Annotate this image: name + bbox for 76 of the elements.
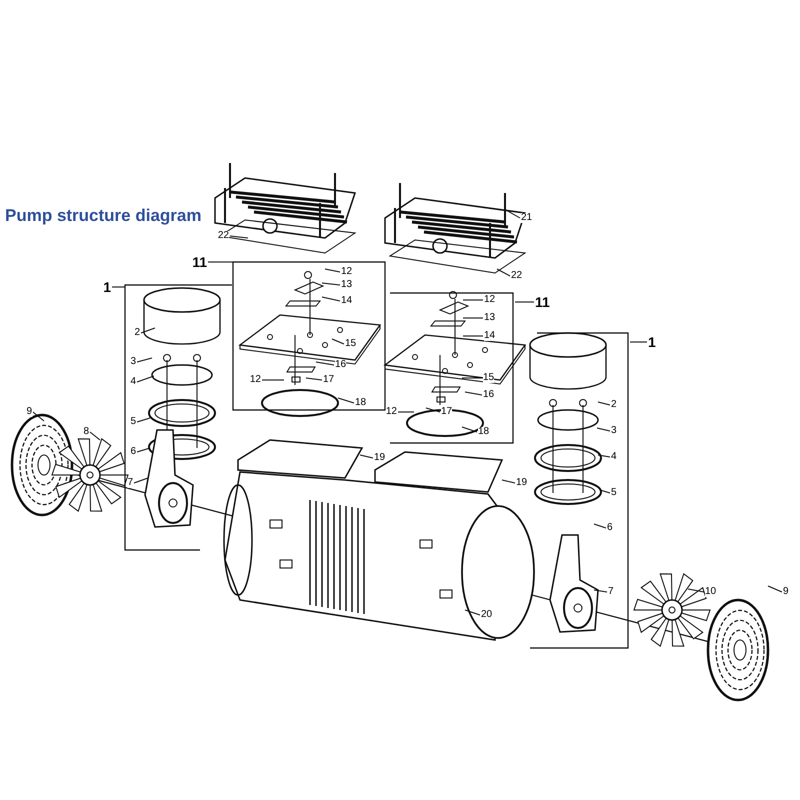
callout-number: 13 [341,280,352,290]
leader-line [502,480,516,484]
callout-number: 13 [484,313,496,323]
leader-line [594,590,608,592]
callout-number: 18 [355,398,366,408]
callout-number: 12 [484,295,496,305]
callout-number: 12 [386,407,397,417]
leader-line [600,490,610,494]
callout-number: 12 [250,375,261,385]
callout-number: 18 [478,427,490,437]
callout-number: 1 [103,280,111,294]
leader-line [322,282,340,286]
callout-number: 7 [127,478,133,488]
leader-line [136,358,152,362]
callout-number: 20 [481,610,492,620]
leader-line [324,268,340,272]
callout-number: 11 [192,255,207,269]
leader-line [112,286,126,288]
leader-line [316,362,334,366]
callout-number: 16 [483,390,494,400]
callout-number: 17 [441,407,452,417]
leader-line [136,448,150,452]
leader-line [426,408,440,412]
diagram-title: Pump structure diagram [5,205,202,227]
callout-number: 5 [611,488,617,498]
callout-number: 10 [705,587,716,597]
callout-number: 19 [516,478,528,488]
callout-number: 17 [323,375,334,385]
leader-line [594,524,606,528]
callout-number: 16 [335,360,346,370]
leader-line [32,412,44,422]
leader-line [322,296,340,302]
callout-number: 7 [608,587,614,597]
leader-line [598,454,610,458]
callout-number: 22 [511,271,522,281]
leader-line [462,426,478,432]
leader-line [464,392,482,396]
callout-number: 8 [83,427,89,437]
callout-number: 15 [483,373,494,383]
leader-line [136,376,154,382]
callout-number: 11 [535,295,550,309]
leader-line [140,328,156,334]
leader-line [464,610,480,616]
leader-line [134,478,148,484]
callout-number: 19 [374,453,386,463]
callout-number: 6 [130,447,136,457]
leader-line [506,210,520,218]
leader-line [332,338,344,344]
callout-number: 3 [611,426,617,436]
callout-number: 1 [648,335,656,349]
leader-line [768,586,782,592]
callout-number: 6 [607,523,613,533]
callout-number: 15 [345,339,356,349]
callout-number: 9 [26,407,32,417]
callout-number: 4 [611,452,617,462]
leader-line [360,454,374,458]
callout-number: 2 [134,328,140,338]
callout-number: 5 [130,417,136,427]
callout-number: 21 [521,213,532,223]
callout-number: 22 [218,231,229,241]
callout-number: 14 [341,296,352,306]
leader-line [306,378,322,380]
callout-number: 14 [484,331,496,341]
leader-line [230,236,248,238]
callout-number: 3 [130,357,136,367]
callout-number: 2 [611,400,617,410]
leader-line [338,398,354,404]
leader-line [136,418,150,422]
leader-line [496,268,510,276]
callout-number: 4 [130,377,136,387]
leader-line [688,588,704,592]
callout-number: 9 [783,587,789,597]
leader-line [90,432,100,440]
leader-line [596,428,610,432]
callout-number: 12 [341,267,352,277]
leader-line [598,402,610,406]
